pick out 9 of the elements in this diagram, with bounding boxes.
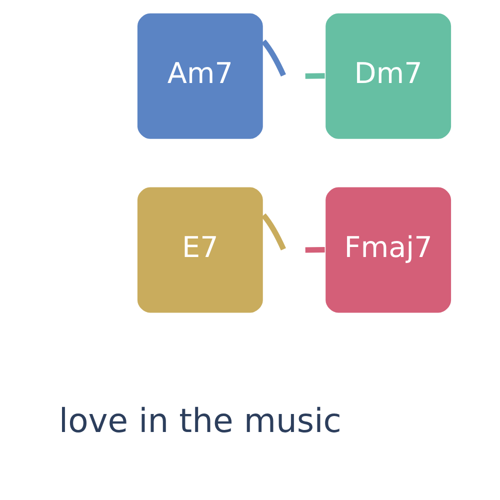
connector [304,73,324,79]
label: love in the music [58,401,341,440]
node-box: Fmaj7 [324,186,452,314]
node-box: Am7 [136,12,264,140]
connector [260,213,286,250]
node-box: Dm7 [324,12,452,140]
connector [260,40,286,77]
connector [304,247,324,253]
node-box: E7 [136,186,264,314]
